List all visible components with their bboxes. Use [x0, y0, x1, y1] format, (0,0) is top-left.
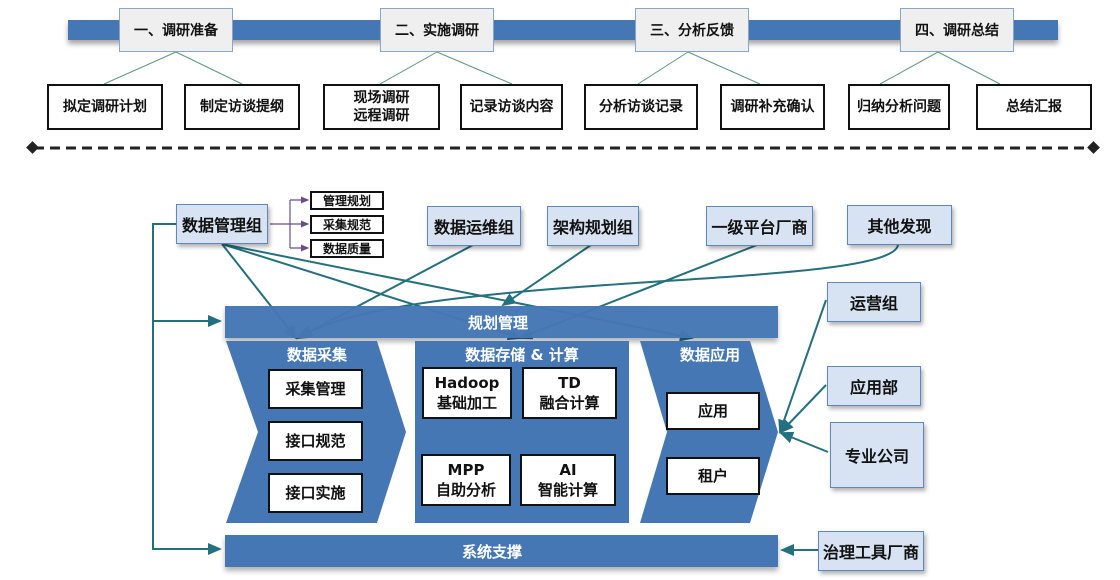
system-support-band: 系统支撑 [225, 535, 778, 567]
item-data-quality: 数据质量 [310, 239, 384, 258]
task-box: 归纳分析问题 [848, 84, 950, 130]
phase-link [436, 51, 513, 85]
task-label: 总结汇报 [1006, 99, 1062, 115]
phase-label: 二、实施调研 [395, 23, 479, 39]
phase-link [879, 51, 939, 85]
collection-item: 采集管理 [268, 369, 363, 409]
link-profco-to-application [779, 431, 829, 453]
phase-label: 一、调研准备 [134, 23, 218, 39]
phase-box: 三、分析反馈 [635, 8, 749, 52]
task-box: 拟定调研计划 [47, 84, 163, 130]
group-governance-tool-vendor: 治理工具厂商 [818, 531, 924, 571]
timeline-bar [68, 20, 1058, 40]
item-label: Hadoop 基础加工 [434, 374, 500, 412]
group-label: 运营组 [849, 294, 898, 313]
link-opsteam-to-application [778, 299, 827, 434]
phase-link [379, 51, 438, 85]
group-data-ops: 数据运维组 [427, 206, 521, 246]
group-label: 数据运维组 [433, 218, 514, 237]
item-collection-spec: 采集规范 [310, 215, 384, 234]
link-mgmt-to-planning [152, 223, 222, 327]
phase-label: 三、分析反馈 [650, 23, 734, 39]
phase-box: 二、实施调研 [380, 8, 494, 52]
band-label: 系统支撑 [462, 542, 523, 561]
phase-link [175, 51, 243, 85]
item-label: 应用 [697, 402, 728, 420]
task-label: 归纳分析问题 [857, 99, 941, 115]
item-label: AI 智能计算 [537, 461, 598, 499]
application-item: 应用 [666, 392, 760, 430]
group-arch-planning: 架构规划组 [547, 206, 639, 246]
task-label: 拟定调研计划 [63, 99, 147, 115]
item-label: 租户 [697, 467, 728, 485]
application-chevron [640, 341, 778, 523]
collection-title: 数据采集 [286, 346, 347, 364]
item-label: 接口规范 [285, 432, 346, 450]
group-label: 其他发现 [867, 217, 932, 236]
phase-link [103, 51, 177, 85]
phase-label: 四、调研总结 [915, 23, 999, 39]
task-label: 现场调研 远程调研 [353, 90, 410, 124]
storage-item: TD 融合计算 [522, 367, 617, 419]
group-data-management: 数据管理组 [176, 204, 268, 244]
task-box: 记录访谈内容 [460, 84, 563, 130]
item-label: 数据质量 [322, 242, 371, 256]
phase-link [687, 51, 761, 85]
group-label: 应用部 [849, 378, 898, 397]
group-label: 一级平台厂商 [711, 218, 808, 237]
item-label: 接口实施 [285, 484, 346, 502]
phase-box: 四、调研总结 [900, 8, 1014, 52]
planning-management-band: 规划管理 [225, 306, 778, 338]
group-professional-company: 专业公司 [830, 422, 924, 488]
task-label: 分析访谈记录 [599, 99, 683, 115]
group-other-findings: 其他发现 [847, 205, 952, 245]
storage-item: Hadoop 基础加工 [422, 367, 512, 419]
storage-item: AI 智能计算 [520, 454, 616, 506]
item-management-planning: 管理规划 [310, 191, 384, 210]
task-box: 现场调研 远程调研 [323, 84, 440, 130]
link-arch-to-planning [501, 244, 592, 307]
group-platform-vendor: 一级平台厂商 [706, 206, 813, 246]
group-ops-team: 运营组 [827, 282, 921, 322]
collection-item: 接口规范 [268, 421, 363, 461]
separator-left-diamond [26, 141, 39, 154]
item-label: TD 融合计算 [539, 374, 600, 412]
phase-box: 一、调研准备 [119, 8, 233, 52]
task-box: 调研补充确认 [720, 84, 825, 130]
group-label: 专业公司 [844, 447, 909, 466]
item-label: 采集规范 [322, 218, 371, 232]
group-label: 数据管理组 [181, 216, 262, 235]
storage-item: MPP 自助分析 [421, 454, 511, 506]
link-mgmt-to-support [152, 321, 222, 555]
application-item: 租户 [666, 457, 760, 495]
task-box: 分析访谈记录 [584, 84, 698, 130]
task-box: 总结汇报 [976, 84, 1092, 130]
task-label: 制定访谈提纲 [200, 99, 284, 115]
collection-item: 接口实施 [268, 473, 363, 513]
storage-title: 数据存储 & 计算 [465, 346, 579, 364]
phase-link [937, 51, 1001, 85]
phase-link [637, 51, 689, 85]
item-label: 采集管理 [285, 380, 346, 398]
item-label: MPP 自助分析 [435, 461, 496, 499]
band-label: 规划管理 [468, 313, 529, 332]
task-label: 调研补充确认 [730, 99, 815, 115]
group-app-dept: 应用部 [827, 366, 921, 406]
item-label: 管理规划 [322, 194, 371, 208]
task-box: 制定访谈提纲 [184, 84, 300, 130]
task-label: 记录访谈内容 [469, 99, 554, 115]
application-title: 数据应用 [679, 346, 740, 364]
group-label: 治理工具厂商 [822, 543, 919, 562]
link-appdept-to-application [779, 384, 827, 434]
group-label: 架构规划组 [552, 218, 633, 237]
